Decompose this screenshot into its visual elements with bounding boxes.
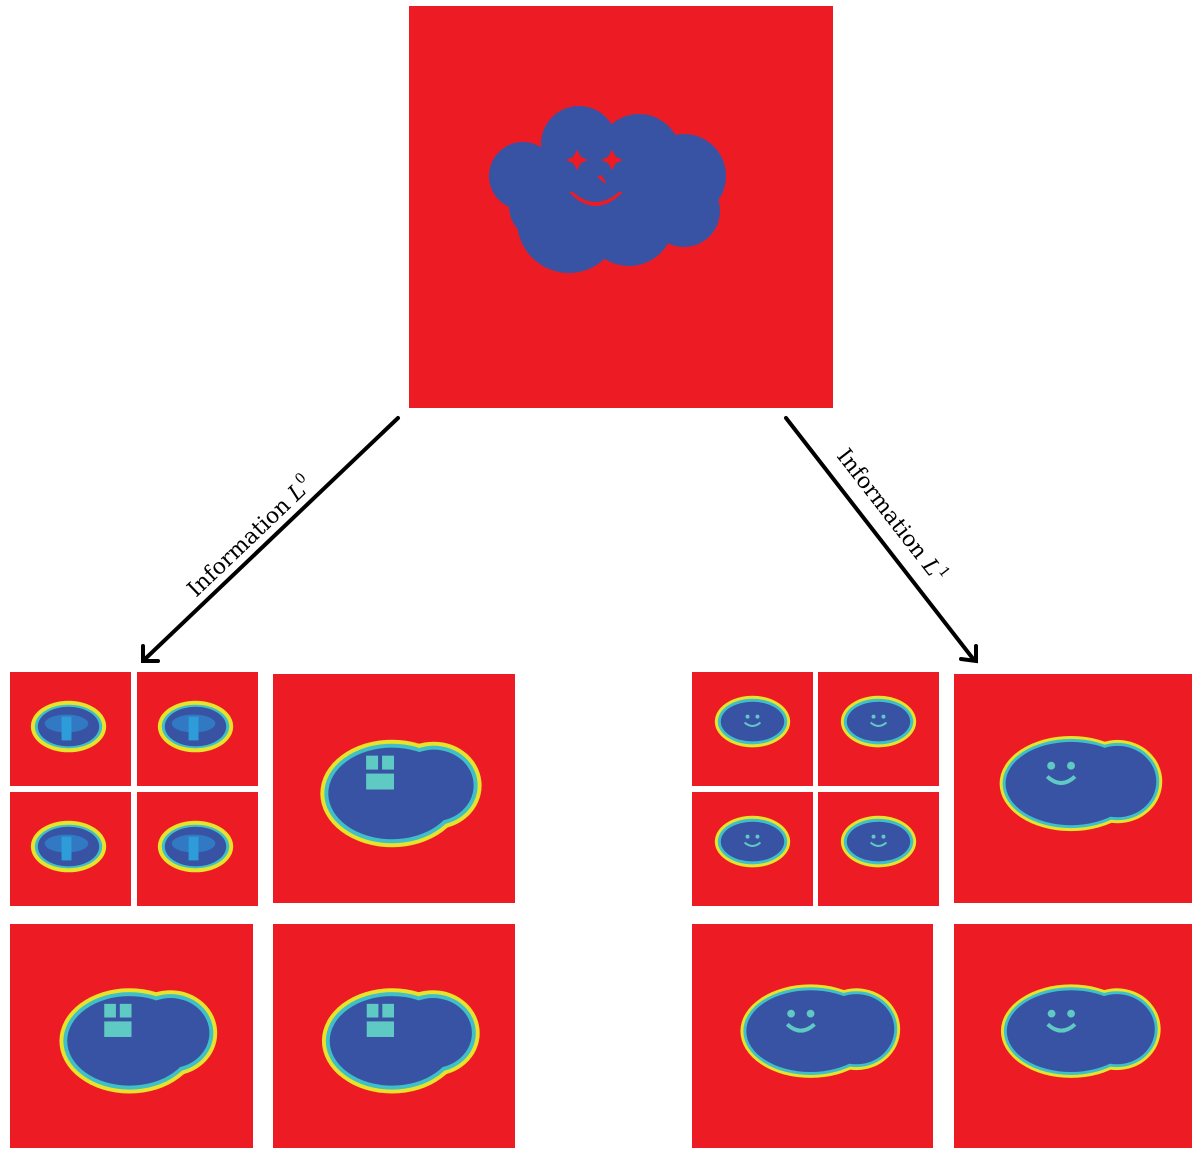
l1-small-image-2 xyxy=(818,672,939,786)
l1-small-image-3 xyxy=(692,792,813,906)
l0-small-image-4 xyxy=(137,792,258,906)
l1-small-image-1 xyxy=(692,672,813,786)
l0-small-image-1 xyxy=(10,672,131,786)
left-branch-label: Information L0 xyxy=(181,470,318,602)
right-branch-label: Information L1 xyxy=(831,443,953,589)
l1-large-image-2 xyxy=(692,924,933,1148)
cloud-smiley-image xyxy=(489,106,726,273)
l1-large-image-3 xyxy=(954,924,1192,1148)
l0-large-image-3 xyxy=(273,924,515,1148)
l0-small-image-2 xyxy=(137,672,258,786)
left-arrow-head xyxy=(141,644,160,663)
l0-large-image-1 xyxy=(273,674,515,903)
right-arrow-line xyxy=(784,416,976,662)
l1-large-image-1 xyxy=(954,674,1192,903)
left-arrow-line xyxy=(142,416,400,662)
right-arrow-head xyxy=(959,644,978,664)
original-image-panel xyxy=(409,6,833,408)
l0-small-image-3 xyxy=(10,792,131,906)
l0-large-image-2 xyxy=(10,924,253,1148)
l1-small-image-4 xyxy=(818,792,939,906)
